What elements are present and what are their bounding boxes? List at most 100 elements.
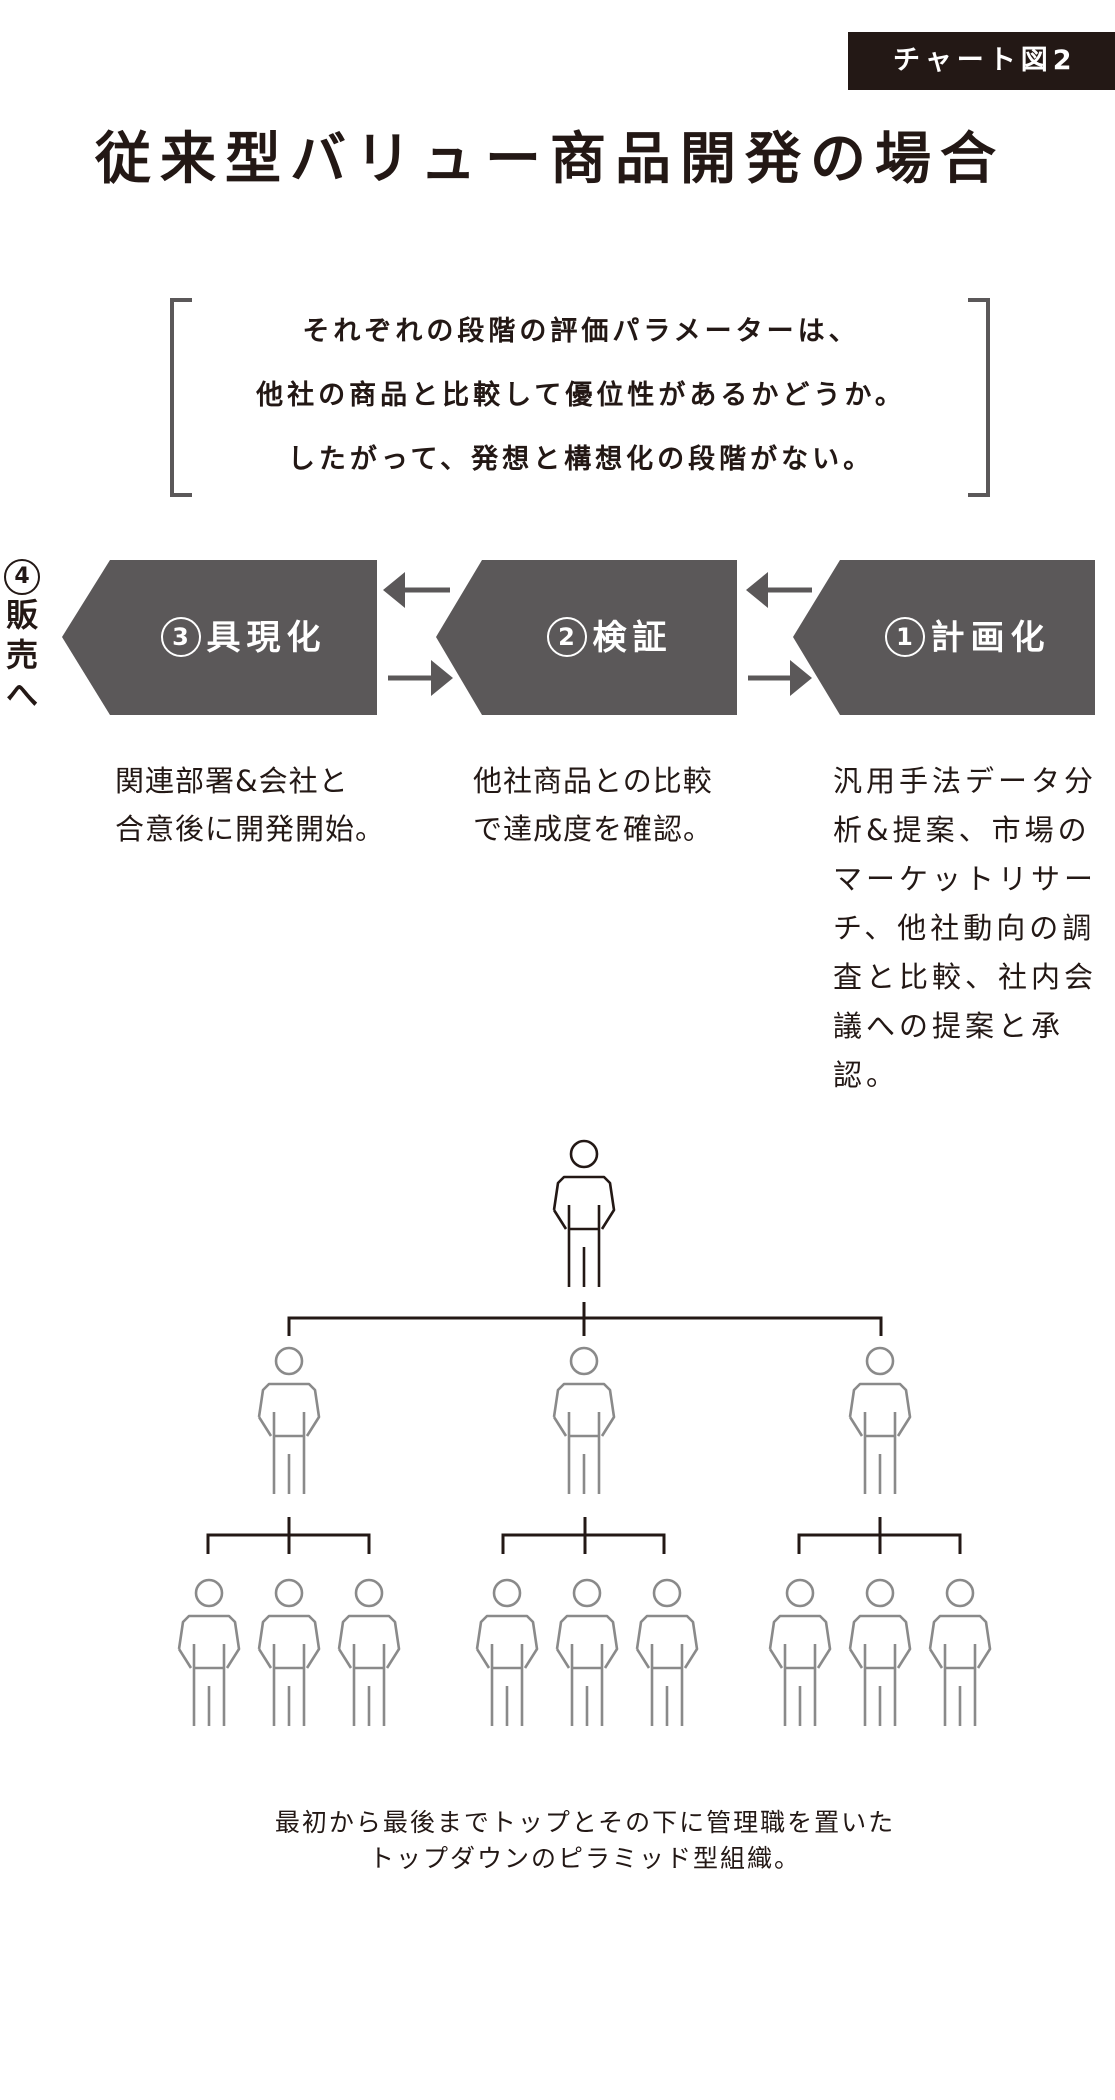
person-torso xyxy=(552,1382,616,1437)
page-title: 従来型バリュー商品開発の場合 xyxy=(95,127,1005,192)
arrow-head-left-icon xyxy=(746,572,768,608)
staff-member-icon xyxy=(555,1578,619,1726)
person-torso xyxy=(475,1614,539,1669)
step-3-description: 関連部署&会社と 合意後に開発開始。 xyxy=(115,757,385,853)
note-line: それぞれの段階の評価パラメーターは、 xyxy=(302,316,860,347)
final-step-sales: 4 販売へ xyxy=(2,552,42,715)
connector-bar xyxy=(797,1533,962,1554)
top-manager-icon xyxy=(552,1139,616,1287)
step-2-description: 他社商品との比較 で達成度を確認。 xyxy=(473,757,713,853)
staff-member-icon xyxy=(635,1578,699,1726)
level-2-connector xyxy=(501,1517,666,1554)
staff-member-icon xyxy=(928,1578,992,1726)
back-arrow-icon xyxy=(746,572,812,608)
step-number-badge: 4 xyxy=(4,559,40,595)
person-torso xyxy=(848,1382,912,1437)
step-title: 検証 xyxy=(592,618,673,658)
person-arm xyxy=(475,1648,491,1669)
person-torso xyxy=(257,1382,321,1437)
connector-bar xyxy=(206,1533,371,1554)
description-line: 合意後に開発開始。 xyxy=(115,812,386,846)
person-head xyxy=(572,1578,602,1608)
step-1-description: 汎用手法データ分析&提案、市場のマーケットリサーチ、他社動向の調査と比較、社内会… xyxy=(833,764,1098,1092)
level-2-connector xyxy=(206,1517,371,1554)
middle-manager-icon xyxy=(848,1346,912,1494)
person-torso xyxy=(928,1614,992,1669)
description-line: 他社商品との比較 xyxy=(473,764,713,798)
step-number-badge: 3 xyxy=(160,617,201,657)
forward-arrow-icon xyxy=(388,660,453,696)
level-2-connector xyxy=(797,1517,962,1554)
arrow-head-right-icon xyxy=(431,660,453,696)
person-arm xyxy=(848,1648,864,1669)
person-head xyxy=(785,1578,815,1608)
person-torso xyxy=(337,1614,401,1669)
staff-member-icon xyxy=(337,1578,401,1726)
connector-bar xyxy=(501,1533,666,1554)
process-arrows xyxy=(383,572,812,696)
left-bracket xyxy=(170,298,192,497)
connector-bar xyxy=(287,1316,883,1336)
person-torso xyxy=(257,1614,321,1669)
person-head xyxy=(194,1578,224,1608)
person-torso xyxy=(848,1614,912,1669)
person-head xyxy=(945,1578,975,1608)
person-arm xyxy=(177,1648,193,1669)
person-arm xyxy=(555,1648,571,1669)
person-arm xyxy=(552,1209,568,1230)
step-chevron-3 xyxy=(62,560,377,715)
evaluation-note: それぞれの段階の評価パラメーターは、 他社の商品と比較して優位性があるかどうか。… xyxy=(170,300,992,492)
person-head xyxy=(354,1578,384,1608)
caption-line: トップダウンのピラミッド型組織。 xyxy=(368,1844,801,1873)
person-head xyxy=(274,1578,304,1608)
person-head xyxy=(569,1346,599,1376)
arrow-head-right-icon xyxy=(790,660,812,696)
description-line: で達成度を確認。 xyxy=(473,812,714,846)
staff-member-icon xyxy=(475,1578,539,1726)
org-caption: 最初から最後までトップとその下に管理職を置いた トップダウンのピラミッド型組織。 xyxy=(150,1805,1020,1877)
person-head xyxy=(492,1578,522,1608)
level-1-connector xyxy=(287,1302,883,1336)
person-torso xyxy=(177,1614,241,1669)
person-head xyxy=(569,1139,599,1169)
caption-line: 最初から最後までトップとその下に管理職を置いた xyxy=(274,1808,896,1837)
note-line: 他社の商品と比較して優位性があるかどうか。 xyxy=(256,380,906,411)
person-arm xyxy=(635,1648,651,1669)
description-line: 関連部署&会社と xyxy=(115,764,349,798)
final-step-label: 販売へ xyxy=(5,596,38,714)
person-arm xyxy=(257,1416,273,1437)
person-torso xyxy=(552,1175,616,1230)
staff-member-icon xyxy=(177,1578,241,1726)
person-head xyxy=(865,1578,895,1608)
person-head xyxy=(274,1346,304,1376)
middle-manager-icon xyxy=(257,1346,321,1494)
person-torso xyxy=(768,1614,832,1669)
forward-arrow-icon xyxy=(748,660,812,696)
step-number-badge: 2 xyxy=(546,617,587,657)
person-head xyxy=(865,1346,895,1376)
step-title: 具現化 xyxy=(206,618,327,658)
staff-member-icon xyxy=(257,1578,321,1726)
person-torso xyxy=(555,1614,619,1669)
person-arm xyxy=(928,1648,944,1669)
right-bracket xyxy=(968,298,990,497)
staff-member-icon xyxy=(848,1578,912,1726)
person-arm xyxy=(552,1416,568,1437)
note-line: したがって、発想と構想化の段階がない。 xyxy=(287,444,875,475)
step-chevron-1 xyxy=(793,560,1095,715)
step-chevron-2 xyxy=(436,560,737,715)
step-title: 計画化 xyxy=(930,618,1051,658)
figure-label: チャート図2 xyxy=(848,32,1115,90)
person-arm xyxy=(768,1648,784,1669)
person-torso xyxy=(635,1614,699,1669)
step-number-badge: 1 xyxy=(884,617,925,657)
person-head xyxy=(652,1578,682,1608)
staff-member-icon xyxy=(768,1578,832,1726)
person-arm xyxy=(337,1648,353,1669)
arrow-head-left-icon xyxy=(383,572,405,608)
back-arrow-icon xyxy=(383,572,450,608)
